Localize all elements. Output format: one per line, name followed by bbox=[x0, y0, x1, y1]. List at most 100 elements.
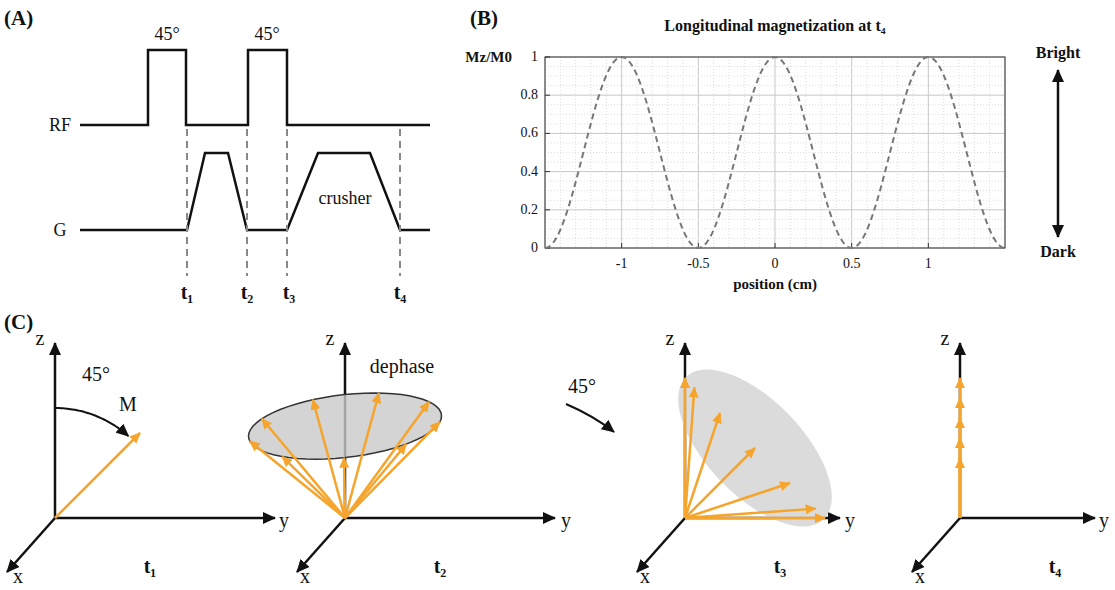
grid-line bbox=[897, 57, 898, 248]
axis-label: y bbox=[279, 510, 289, 530]
grid-line bbox=[545, 162, 1005, 163]
grid-line bbox=[545, 181, 1005, 182]
rotation-arrow bbox=[566, 404, 614, 432]
magnetization-vector bbox=[250, 441, 345, 518]
axis-line bbox=[7, 518, 55, 572]
axis-line bbox=[637, 518, 685, 572]
grid-line bbox=[545, 190, 1005, 191]
magnetization-vector bbox=[685, 387, 694, 518]
gradient-name: crusher bbox=[319, 189, 372, 207]
grid-line bbox=[545, 228, 1005, 229]
magnetization-vector bbox=[685, 509, 816, 518]
tick-label: 0.8 bbox=[521, 88, 539, 102]
axis-label: t₁ bbox=[144, 556, 157, 576]
grid-line bbox=[545, 104, 1005, 105]
magnetization-vector bbox=[345, 402, 429, 518]
magnetization-vector bbox=[345, 393, 379, 518]
axis-label: y bbox=[1099, 510, 1109, 530]
axis-line bbox=[685, 517, 840, 520]
scale-label: Bright bbox=[1036, 45, 1080, 61]
tick-mark bbox=[545, 171, 550, 172]
grid-line bbox=[545, 114, 1005, 115]
grid-line bbox=[545, 66, 1005, 67]
grid-line bbox=[545, 238, 1005, 239]
tick-mark bbox=[545, 133, 550, 134]
axis-label: x bbox=[300, 566, 310, 586]
chart-title: Longitudinal magnetization at t₄ bbox=[664, 18, 885, 34]
grid-line bbox=[545, 95, 1005, 96]
time-label: t₃ bbox=[283, 282, 296, 302]
tick-label: 0.5 bbox=[843, 257, 861, 271]
axis-triad bbox=[7, 343, 275, 572]
axis-label: z bbox=[941, 328, 950, 348]
flip-angle-arc bbox=[55, 408, 128, 436]
grid-line bbox=[928, 57, 929, 248]
brightness-arrow bbox=[1057, 70, 1060, 237]
axis-line bbox=[912, 518, 960, 572]
tick-mark bbox=[545, 95, 550, 96]
axis-label: x bbox=[640, 566, 650, 586]
axis-label: y bbox=[561, 510, 571, 530]
magnetization-vector bbox=[55, 433, 140, 518]
magnetization-vector bbox=[685, 517, 825, 520]
magnetization-vector bbox=[262, 419, 345, 518]
tick-mark bbox=[775, 243, 776, 248]
time-label: t₁ bbox=[181, 282, 194, 302]
grid-line bbox=[790, 57, 791, 248]
tick-label: -0.5 bbox=[687, 257, 709, 271]
grid-line bbox=[621, 57, 622, 248]
tick-mark bbox=[545, 209, 550, 210]
axis-title: position (cm) bbox=[733, 277, 817, 292]
tick-label: 0 bbox=[531, 241, 538, 255]
axis-line bbox=[345, 517, 555, 520]
channel-name: G bbox=[54, 221, 67, 239]
grid-line bbox=[913, 57, 914, 248]
rf-waveform bbox=[80, 50, 430, 125]
axis-triad bbox=[912, 343, 1095, 572]
axis-line bbox=[297, 518, 345, 572]
channel-name: RF bbox=[49, 116, 71, 134]
plot-frame bbox=[545, 57, 1005, 248]
axis-label: 45° bbox=[82, 364, 110, 384]
magnetization-vector bbox=[959, 378, 962, 518]
panel-label: (B) bbox=[470, 8, 498, 29]
time-label: t₂ bbox=[241, 282, 254, 302]
axis-label: x bbox=[13, 566, 23, 586]
axis-label: t₂ bbox=[434, 556, 447, 576]
vector-panels bbox=[7, 343, 1095, 572]
grid-line bbox=[759, 57, 760, 248]
grid-line bbox=[545, 76, 1005, 77]
flip-angle: 45° bbox=[154, 25, 179, 43]
axis-label: z bbox=[666, 328, 675, 348]
grid-line bbox=[545, 200, 1005, 201]
tick-label: 1 bbox=[925, 257, 932, 271]
axis-label: M bbox=[119, 394, 137, 414]
tilted-cone bbox=[678, 370, 832, 527]
axis-line bbox=[960, 517, 1095, 520]
tick-label: 1 bbox=[531, 50, 538, 64]
axis-label: t₄ bbox=[1049, 556, 1062, 576]
gradient-waveform bbox=[80, 153, 430, 230]
axis-label: z bbox=[36, 328, 45, 348]
tick-mark bbox=[621, 243, 622, 248]
axis-label: z bbox=[326, 328, 335, 348]
panel-label: (C) bbox=[4, 312, 33, 333]
axis-line bbox=[959, 343, 962, 518]
axis-label: dephase bbox=[370, 356, 434, 376]
axis-line bbox=[54, 343, 57, 518]
axis-label: y bbox=[845, 510, 855, 530]
mz-curve bbox=[545, 57, 1005, 248]
grid-line bbox=[545, 142, 1005, 143]
grid-line bbox=[652, 57, 653, 248]
time-markers bbox=[187, 129, 400, 276]
tick-label: -1 bbox=[616, 257, 628, 271]
grid-line bbox=[775, 57, 776, 248]
axis-line bbox=[55, 517, 275, 520]
grid-line bbox=[545, 123, 1005, 124]
axis-label: 45° bbox=[568, 376, 596, 396]
grid-line bbox=[545, 133, 1005, 134]
grid-line bbox=[545, 219, 1005, 220]
tick-label: 0 bbox=[772, 257, 779, 271]
